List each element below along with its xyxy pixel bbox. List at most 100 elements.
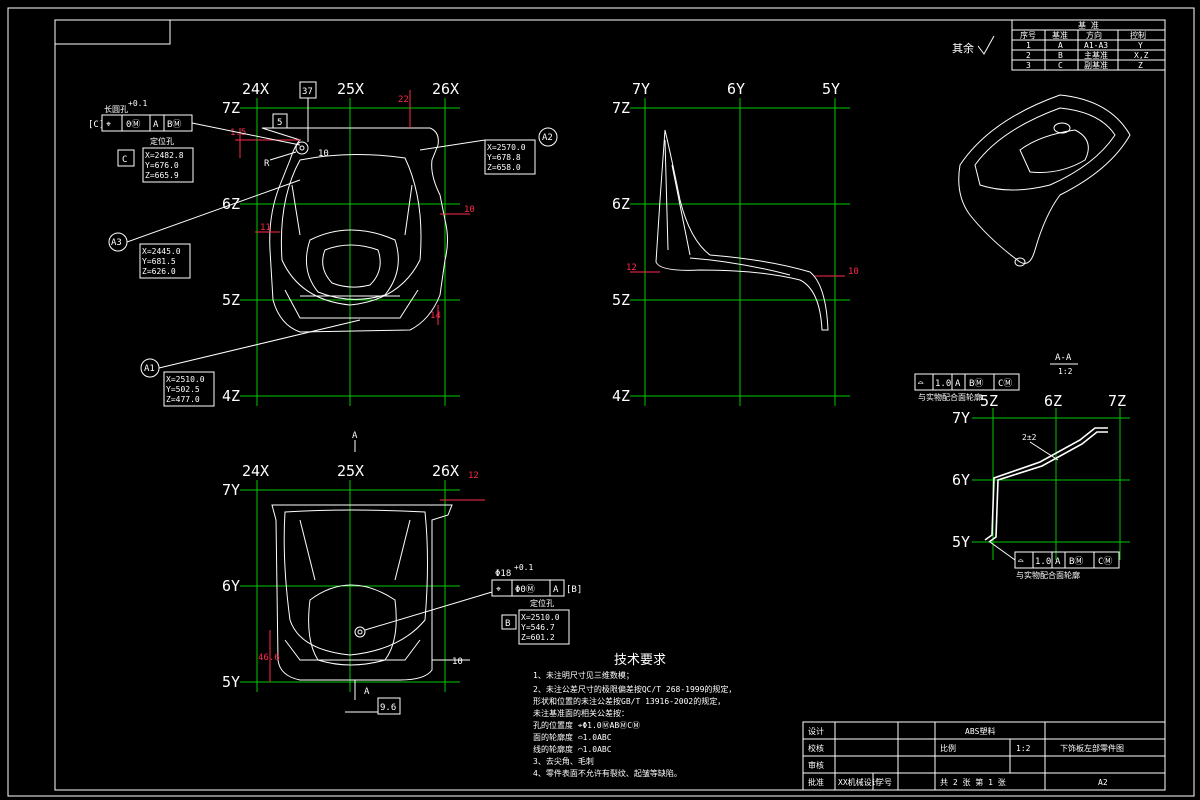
side-z-4: 4Z: [612, 387, 630, 405]
hole-b-y: Y=546.7: [521, 623, 555, 632]
iso-view: [958, 94, 1131, 267]
hole-c-y: Y=676.0: [145, 161, 179, 170]
sec-y-3: 5Y: [952, 533, 970, 551]
front-x-1: 24X: [242, 80, 269, 98]
top-x-2: 25X: [337, 462, 364, 480]
sec-top-fcf-3: A: [955, 379, 961, 389]
cut-label-bottom: A: [364, 687, 370, 697]
front-z-4: 4Z: [222, 387, 240, 405]
dim-11: 11: [260, 223, 271, 233]
dim-22: 22: [398, 95, 409, 105]
a3-x: X=2445.0: [142, 247, 181, 256]
inner-frame: [54, 19, 1166, 791]
sec-top-fcf-2: 1.0: [935, 379, 951, 389]
hole-b-fcf-3: A: [553, 585, 559, 595]
sec-bot-fcf-4: BⓂ: [1069, 556, 1083, 567]
tb-part: 下饰板左部零件图: [1060, 743, 1124, 753]
a1-y: Y=502.5: [166, 385, 200, 394]
dim-10b: 10: [464, 205, 475, 215]
front-z-3: 5Z: [222, 291, 240, 309]
dim-46: 46.6: [258, 653, 280, 663]
dim-96: 9.6: [380, 703, 396, 713]
a2-x: X=2570.0: [487, 143, 526, 152]
tech-line-9: 4、零件表面不允许有裂纹、起皱等缺陷。: [533, 768, 682, 778]
datum-r3c1: 3: [1026, 61, 1031, 70]
sec-top-fcf-1: ⌓: [918, 379, 924, 389]
dim-14: 14: [430, 311, 441, 321]
datum-r2c4: X,Z: [1134, 51, 1149, 60]
hole-b-tag: [B]: [566, 585, 582, 595]
hole-c-sub: 定位孔: [150, 136, 174, 146]
dim-12: 12: [626, 263, 637, 273]
cut-label-top: A: [352, 431, 358, 441]
tech-line-4: 未注基准面的相关公差按：: [533, 708, 629, 718]
sec-top-fcf-5: CⓂ: [998, 378, 1012, 389]
front-x-2: 25X: [337, 80, 364, 98]
roughness-note: 其余: [952, 41, 974, 55]
tech-line-2: 2、未注公差尺寸的极限偏差按QC/T 268-1999的规定，: [533, 684, 736, 694]
section-title: A-A: [1055, 353, 1072, 363]
datum-r1c1: 1: [1026, 41, 1031, 50]
hole-c-tol: +0.1: [128, 99, 147, 108]
section-view: A-A 1:2 ⌓ 1.0 A BⓂ CⓂ 与实物配合面轮廓 5Z 6Z 7Z …: [914, 353, 1130, 580]
sec-bot-fcf-2: 1.0: [1035, 557, 1051, 567]
tech-line-3: 形状和位置的未注公差按GB/T 13916-2002的规定，: [533, 696, 725, 706]
front-x-3: 26X: [432, 80, 459, 98]
dim-5: 5: [277, 118, 282, 128]
dim-37: 37: [302, 87, 313, 97]
dim-10c: 10: [848, 267, 859, 277]
front-view: 24X 25X 26X 7Z 6Z 5Z 4Z 1.5 22 10 11 14 …: [88, 80, 558, 407]
dim-10a: 10: [318, 149, 329, 159]
datum-r1c4: Y: [1138, 41, 1143, 50]
hole-b-sub: 定位孔: [530, 598, 554, 608]
datum-h3: 方向: [1086, 30, 1102, 40]
sec-z-2: 6Z: [1044, 392, 1062, 410]
datum-r2c1: 2: [1026, 51, 1031, 60]
tb-material: ABS塑料: [965, 726, 995, 736]
side-y-3: 5Y: [822, 80, 840, 98]
hole-c-fcf-2: 0Ⓜ: [126, 119, 140, 130]
top-y-3: 5Y: [222, 673, 240, 691]
tb-approve: 批准: [808, 777, 824, 787]
a3-label: A3: [111, 238, 122, 248]
outer-border: [7, 7, 1195, 797]
tech-requirements: 技术要求 1、未注明尺寸见三维数模； 2、未注公差尺寸的极限偏差按QC/T 26…: [533, 653, 736, 778]
a2-z: Z=658.0: [487, 163, 521, 172]
tech-line-1: 1、未注明尺寸见三维数模；: [533, 670, 634, 680]
side-z-3: 5Z: [612, 291, 630, 309]
datum-r2c3: 主基准: [1084, 50, 1108, 60]
sec-z-1: 5Z: [980, 392, 998, 410]
tb-check: 校核: [808, 743, 824, 753]
hole-c-label: 长圆孔: [104, 104, 128, 114]
top-x-3: 26X: [432, 462, 459, 480]
a1-z: Z=477.0: [166, 395, 200, 404]
dim-15: 1.5: [230, 128, 246, 138]
sec-z-3: 7Z: [1108, 392, 1126, 410]
a1-label: A1: [144, 364, 155, 374]
sec-y-1: 7Y: [952, 409, 970, 427]
tb-review: 审核: [808, 760, 824, 770]
sec-top-fcf-4: BⓂ: [969, 378, 983, 389]
section-scale: 1:2: [1058, 367, 1073, 376]
top-y-2: 6Y: [222, 577, 240, 595]
datum-r1c2: A: [1058, 41, 1063, 50]
side-y-1: 7Y: [632, 80, 650, 98]
datum-title: 基 准: [1078, 20, 1099, 30]
top-x-1: 24X: [242, 462, 269, 480]
datum-h2: 基准: [1052, 30, 1068, 40]
hole-c-datum: C: [122, 155, 127, 165]
hole-b-x: X=2510.0: [521, 613, 560, 622]
a2-y: Y=678.8: [487, 153, 521, 162]
top-view: 24X 25X 26X 7Y 6Y 5Y A A 12 46.6 10 9.6 …: [222, 431, 582, 715]
tb-scale: 1:2: [1016, 744, 1031, 753]
a3-y: Y=681.5: [142, 257, 176, 266]
sec-bot-fcf-3: A: [1055, 557, 1061, 567]
datum-r1c3: A1-A3: [1084, 41, 1108, 50]
hole-c-fcf-3: A: [153, 120, 159, 130]
side-view: 7Y 6Y 5Y 7Z 6Z 5Z 4Z 12 10: [612, 80, 859, 406]
datum-r3c2: C: [1058, 61, 1063, 70]
dim-10d: 10: [452, 657, 463, 667]
datum-h4: 控制: [1130, 30, 1146, 40]
section-note: 2±2: [1022, 433, 1037, 442]
